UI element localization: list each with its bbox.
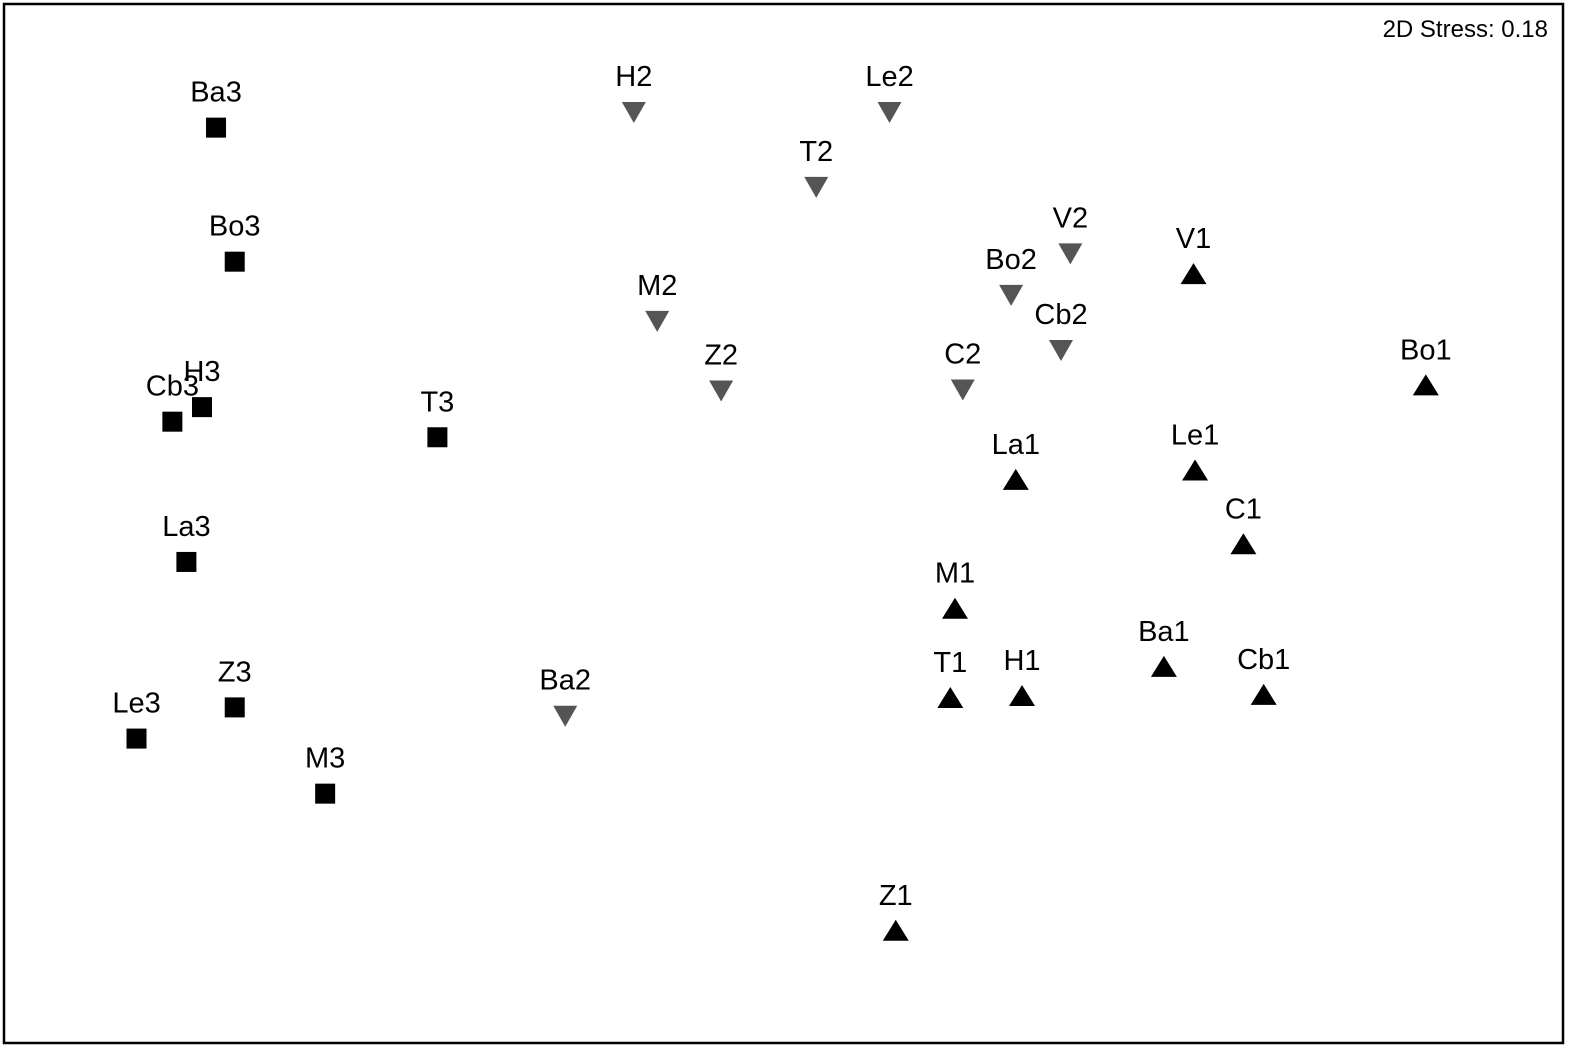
- point-label-c1: C1: [1225, 493, 1262, 525]
- point-label-h1: H1: [1003, 645, 1040, 677]
- point-marker-cb1: [1250, 683, 1277, 705]
- point-marker-z3: [224, 697, 245, 718]
- point-marker-ba3: [206, 117, 227, 138]
- point-marker-m3: [315, 783, 336, 804]
- point-label-bo3: Bo3: [209, 211, 261, 243]
- point-label-ba3: Ba3: [190, 77, 242, 109]
- point-label-t2: T2: [799, 136, 833, 168]
- point-label-z1: Z1: [879, 880, 913, 912]
- point-label-h2: H2: [615, 61, 652, 93]
- point-label-m2: M2: [637, 270, 677, 302]
- point-marker-t2: [804, 176, 829, 198]
- stress-annotation: 2D Stress: 0.18: [1383, 16, 1548, 43]
- point-marker-le2: [877, 102, 902, 124]
- point-marker-cb2: [1049, 339, 1074, 361]
- point-label-t3: T3: [420, 386, 454, 418]
- point-label-v2: V2: [1053, 202, 1088, 234]
- point-label-le3: Le3: [112, 688, 160, 720]
- point-marker-h1: [1009, 684, 1036, 706]
- point-marker-ba1: [1150, 655, 1177, 677]
- point-label-cb3: Cb3: [146, 371, 199, 403]
- point-marker-t3: [427, 427, 448, 448]
- point-marker-le3: [126, 728, 147, 749]
- point-label-la3: La3: [162, 511, 210, 543]
- point-label-t1: T1: [933, 647, 967, 679]
- point-label-c2: C2: [944, 338, 981, 370]
- point-label-le1: Le1: [1171, 420, 1219, 452]
- point-label-z2: Z2: [704, 340, 738, 372]
- point-marker-v1: [1180, 263, 1207, 285]
- point-label-v1: V1: [1176, 223, 1211, 255]
- point-marker-h2: [621, 102, 646, 124]
- point-marker-z1: [882, 919, 909, 941]
- point-label-la1: La1: [992, 429, 1040, 461]
- point-marker-h3: [191, 397, 212, 418]
- point-label-m1: M1: [935, 558, 975, 590]
- point-label-m3: M3: [305, 743, 345, 775]
- point-label-z3: Z3: [218, 656, 252, 688]
- point-marker-m1: [941, 597, 968, 619]
- point-label-ba2: Ba2: [539, 665, 591, 697]
- point-marker-la1: [1002, 468, 1029, 490]
- point-label-ba1: Ba1: [1138, 616, 1190, 648]
- point-marker-la3: [176, 551, 197, 572]
- point-marker-v2: [1058, 243, 1083, 265]
- point-label-le2: Le2: [865, 61, 913, 93]
- point-marker-c1: [1230, 533, 1257, 555]
- point-marker-bo2: [999, 284, 1024, 306]
- point-label-bo1: Bo1: [1400, 334, 1452, 366]
- point-label-h3: H3: [183, 356, 220, 388]
- point-marker-t1: [937, 687, 964, 709]
- point-marker-bo3: [224, 251, 245, 272]
- point-marker-m2: [645, 310, 670, 332]
- point-marker-ba2: [553, 705, 578, 727]
- point-marker-bo1: [1412, 374, 1439, 396]
- point-label-cb1: Cb1: [1237, 644, 1290, 676]
- point-marker-z2: [709, 380, 734, 402]
- point-label-bo2: Bo2: [985, 244, 1037, 276]
- point-marker-cb3: [162, 411, 183, 432]
- point-label-cb2: Cb2: [1034, 299, 1087, 331]
- point-marker-c2: [950, 379, 975, 401]
- point-marker-le1: [1182, 459, 1209, 481]
